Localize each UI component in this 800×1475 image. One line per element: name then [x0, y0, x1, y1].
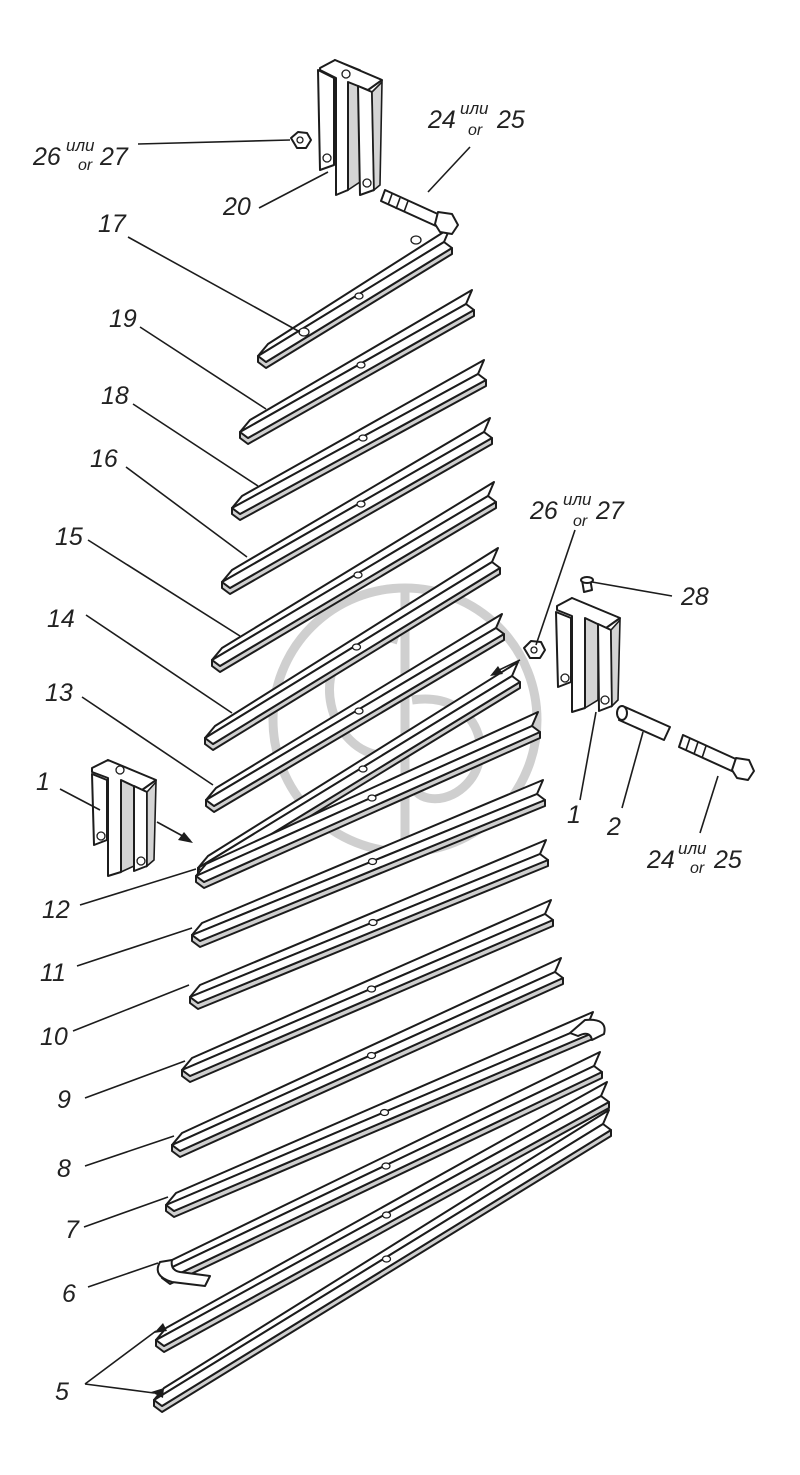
leaf-7-curled-end — [569, 1018, 606, 1041]
alt-label-bolt-top: 24 или or 25 — [427, 99, 525, 139]
label-part-14: 14 — [47, 605, 75, 633]
leaf-part-13 — [205, 613, 505, 813]
leaf-centre-hole — [367, 857, 378, 866]
label-part-8: 8 — [57, 1155, 71, 1183]
leaf-part-14 — [204, 547, 501, 751]
top-clamp-part-20 — [317, 58, 383, 196]
label-part-15: 15 — [55, 523, 83, 551]
leaf-6-curled-end — [156, 1259, 211, 1287]
label-part-6: 6 — [62, 1280, 76, 1308]
label-part-19: 19 — [109, 305, 137, 333]
label-part-13: 13 — [45, 679, 73, 707]
leaf-part-15 — [211, 481, 497, 673]
leaf-end-hole — [410, 235, 422, 245]
arrowheads — [151, 666, 503, 1398]
pin-part-2 — [616, 705, 671, 741]
leaf-end-hole — [298, 327, 310, 337]
leaf-centre-hole — [379, 1108, 390, 1117]
leader-lines — [59, 139, 719, 1394]
label-part-11: 11 — [40, 959, 66, 987]
leaf-part-17 — [257, 227, 453, 369]
spring-leaves — [153, 227, 612, 1413]
label-part-5: 5 — [55, 1378, 69, 1406]
leaf-part-9 — [181, 899, 554, 1083]
leaf-part-5b — [153, 1109, 612, 1413]
left-clamp-part-1 — [91, 758, 157, 877]
alt-label-bolt-right: 24 или or 25 — [646, 839, 742, 877]
svg-text:or: or — [78, 157, 93, 174]
leaf-centre-hole — [354, 292, 364, 300]
label-part-16: 16 — [90, 445, 118, 473]
svg-text:or: or — [690, 860, 705, 877]
label-part-10: 10 — [40, 1023, 68, 1051]
label-part-2: 2 — [606, 813, 621, 841]
bolt-part-24-25-top — [380, 189, 459, 235]
leaf-centre-hole — [381, 1211, 392, 1219]
svg-text:27: 27 — [595, 497, 625, 525]
label-part-1-right: 1 — [567, 801, 581, 829]
part-number-labels: 20 17 19 18 16 15 14 13 1 12 11 10 9 8 7… — [36, 193, 709, 1406]
svg-text:или: или — [460, 99, 489, 118]
nut-part-26-27-top — [290, 131, 312, 149]
svg-text:или: или — [678, 839, 707, 858]
svg-text:или: или — [66, 136, 95, 155]
leaf-centre-hole — [356, 500, 366, 508]
label-part-7: 7 — [65, 1216, 80, 1244]
leaf-part-19 — [239, 289, 475, 445]
svg-text:or: or — [573, 513, 588, 530]
svg-text:or: or — [468, 122, 483, 139]
label-part-9: 9 — [57, 1086, 71, 1114]
alt-label-nut-right: 26 или or 27 — [529, 490, 625, 530]
svg-text:26: 26 — [32, 143, 61, 171]
leaf-part-16 — [221, 417, 493, 595]
leaf-part-10 — [189, 839, 549, 1010]
leaf-centre-hole — [353, 571, 363, 579]
leaf-centre-hole — [381, 1162, 391, 1170]
label-part-17: 17 — [98, 210, 127, 238]
label-part-20: 20 — [222, 193, 251, 221]
label-part-12: 12 — [42, 896, 70, 924]
bolt-part-24-25-right — [678, 734, 755, 781]
leaf-centre-hole — [356, 361, 366, 369]
label-part-18: 18 — [101, 382, 129, 410]
svg-text:26: 26 — [529, 497, 558, 525]
svg-text:25: 25 — [713, 846, 742, 874]
leaf-part-12 — [195, 711, 541, 889]
screw-part-28 — [580, 576, 594, 593]
svg-text:27: 27 — [99, 143, 129, 171]
leaf-part-5a — [155, 1081, 610, 1353]
leaf-centre-hole — [367, 794, 377, 802]
leaf-centre-hole — [354, 707, 364, 715]
alt-label-nut-top: 26 или or 27 — [32, 136, 129, 174]
label-part-28: 28 — [680, 583, 709, 611]
leaf-centre-hole — [381, 1255, 392, 1263]
leaf-part-8 — [171, 957, 564, 1158]
leaf-centre-hole — [351, 643, 362, 651]
leaf-centre-hole — [368, 918, 378, 927]
nut-part-26-27-right — [523, 640, 546, 659]
label-part-1-left: 1 — [36, 768, 50, 796]
leaf-part-7 — [165, 1011, 596, 1218]
leaf-centre-hole — [358, 434, 368, 442]
svg-text:24: 24 — [427, 106, 456, 134]
leaf-part-11 — [191, 779, 546, 948]
leaf-centre-hole — [366, 1051, 377, 1060]
leaf-part-18 — [231, 359, 487, 521]
leaf-centre-hole — [358, 765, 368, 773]
svg-text:или: или — [563, 490, 592, 509]
svg-text:25: 25 — [496, 106, 525, 134]
leaf-centre-hole — [366, 985, 377, 993]
right-clamp-part-1 — [555, 596, 621, 713]
svg-text:24: 24 — [646, 846, 675, 874]
